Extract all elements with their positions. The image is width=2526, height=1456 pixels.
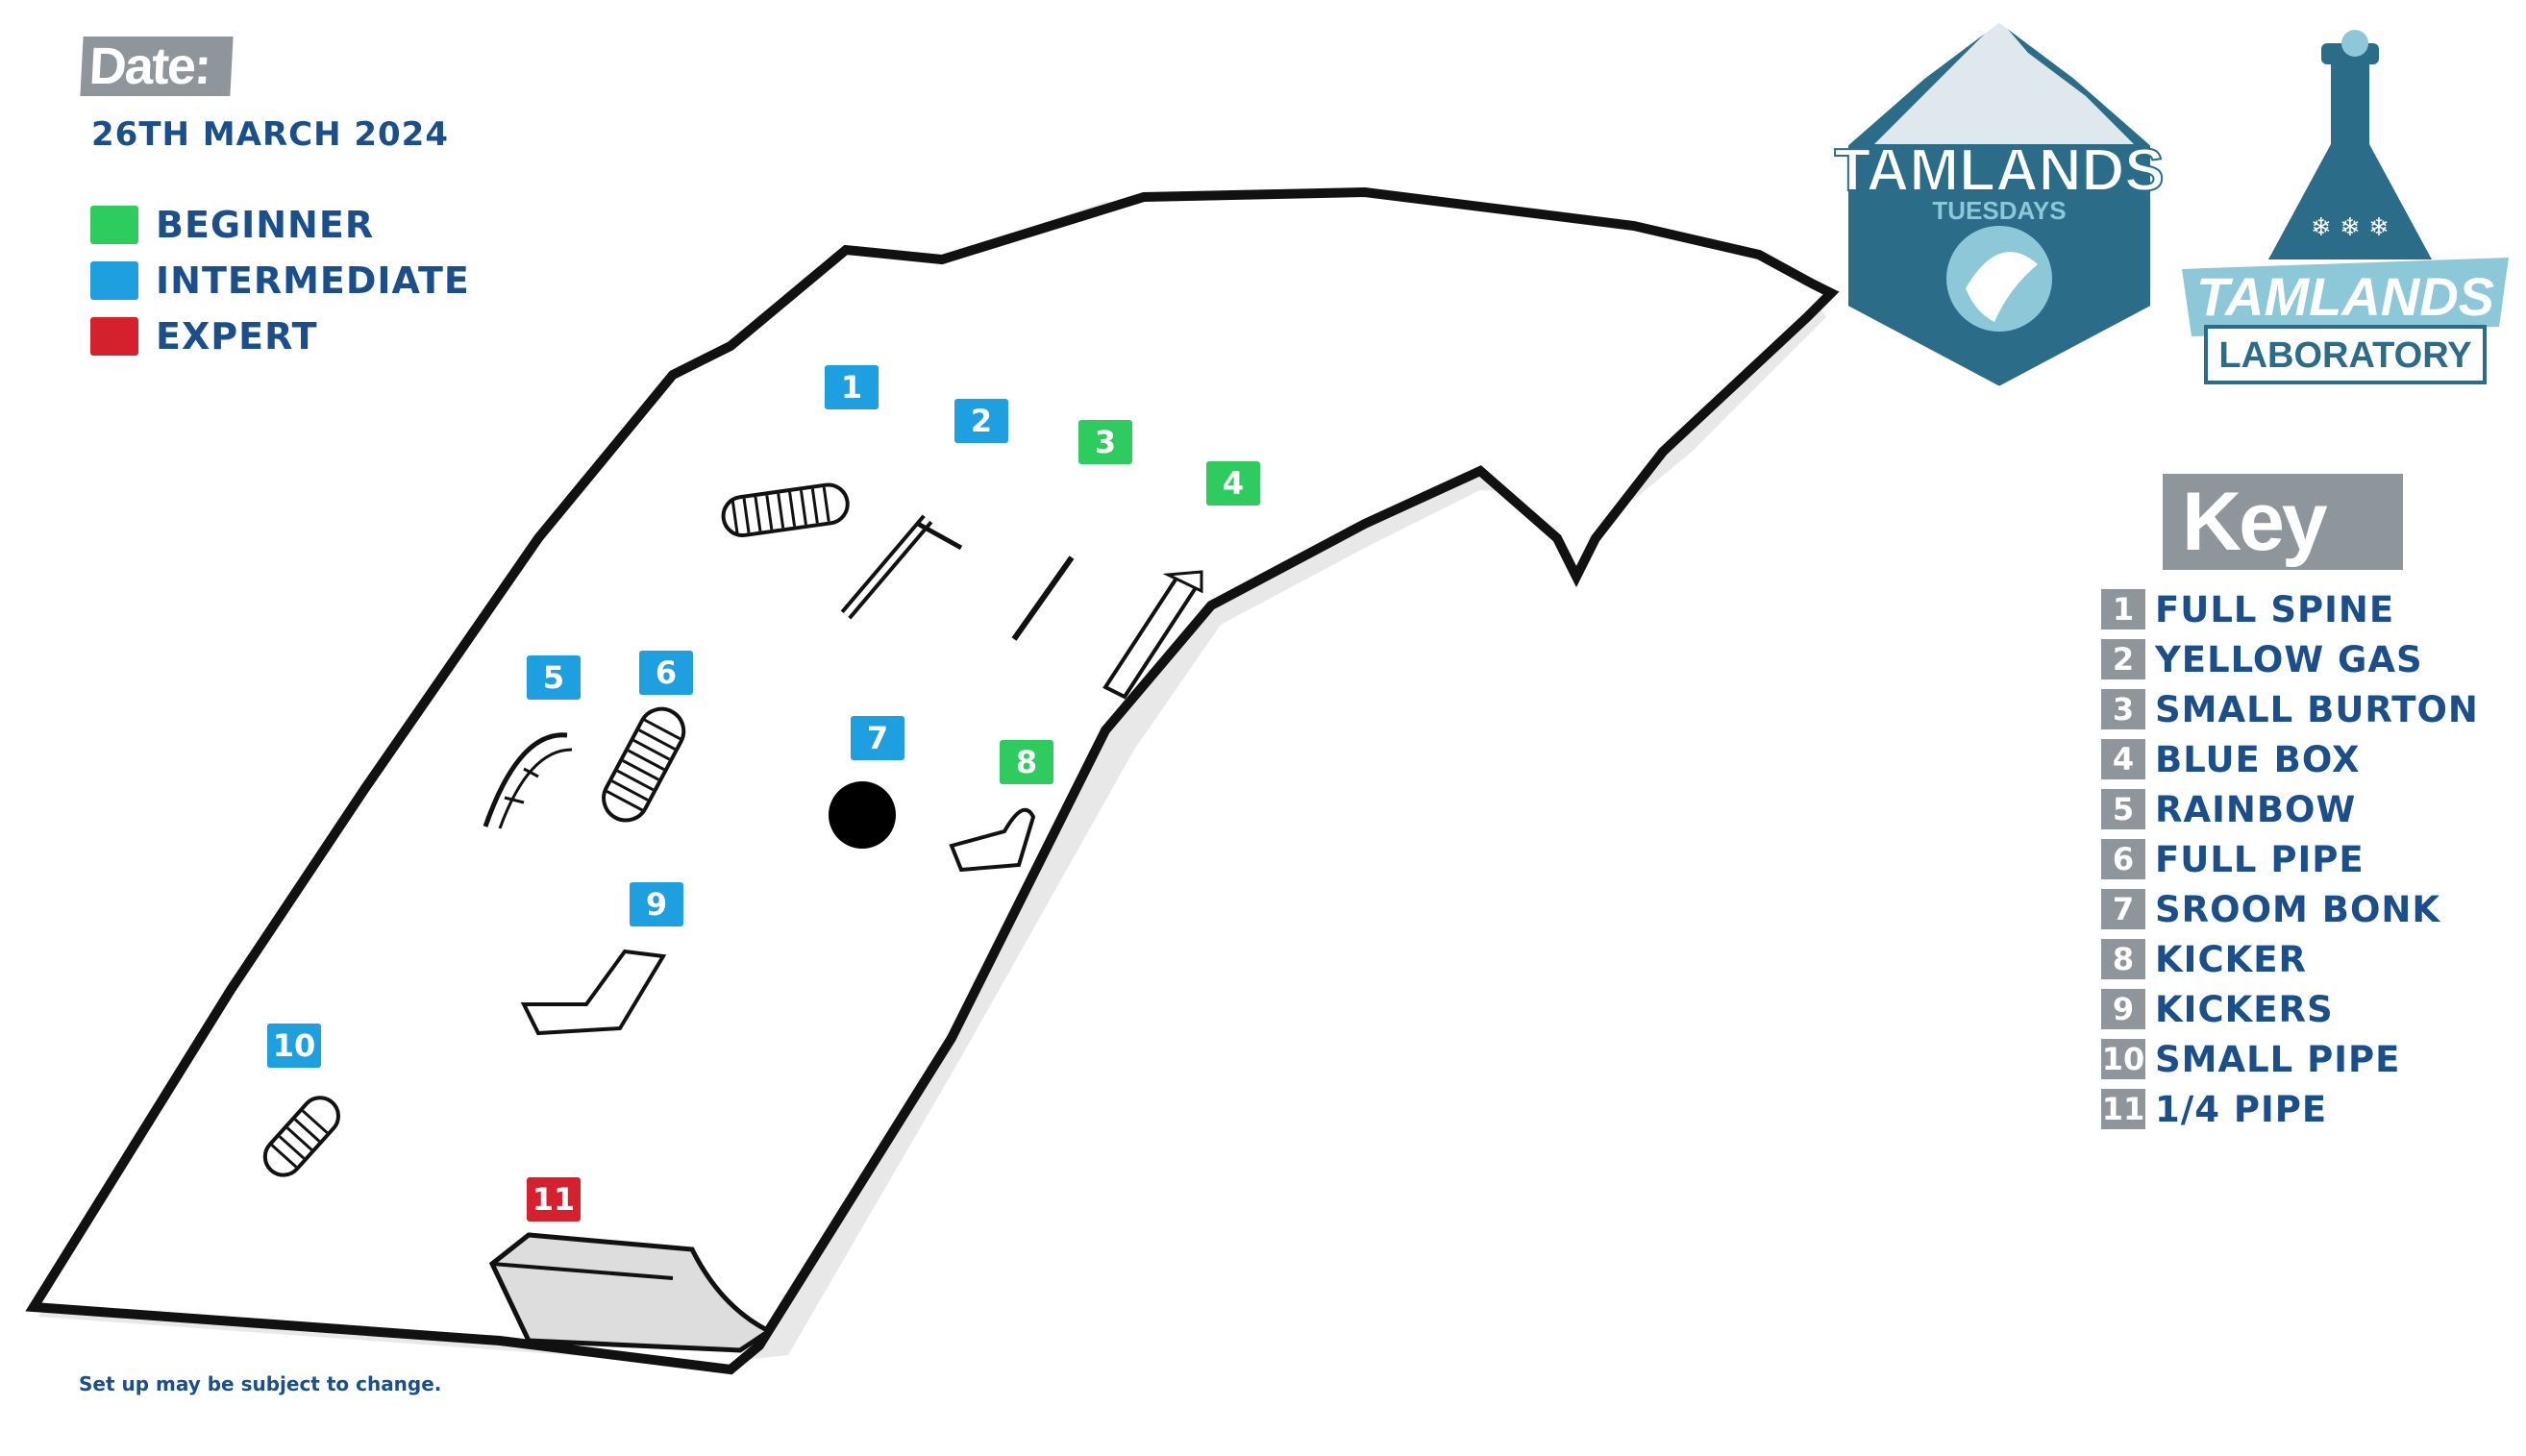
key-item-label: KICKER [2155,938,2308,980]
feature-marker-10[interactable]: 10 [267,1024,321,1068]
key-item-label: FULL PIPE [2155,838,2365,880]
feature-blue-box [1102,570,1203,700]
date-value: 26TH MARCH 2024 [91,115,449,154]
key-item-number: 7 [2101,889,2145,929]
key-item: 8 KICKER [2101,938,2307,980]
key-item-label: KICKERS [2155,988,2334,1030]
legend-swatch-intermediate [90,261,138,300]
key-item-label: BLUE BOX [2155,738,2361,780]
feature-marker-3[interactable]: 3 [1078,420,1132,464]
feature-marker-5[interactable]: 5 [527,655,581,700]
feature-quarter-pipe [488,1232,774,1353]
feature-yellow-gas [840,514,963,620]
key-title: Key [2163,474,2403,570]
feature-marker-8[interactable]: 8 [1000,740,1053,784]
key-item-number: 2 [2101,639,2145,679]
key-item-number: 6 [2101,839,2145,879]
feature-marker-9[interactable]: 9 [630,882,683,926]
key-item-label: YELLOW GAS [2155,638,2423,680]
key-item-number: 8 [2101,939,2145,979]
legend-expert: EXPERT [90,315,318,358]
feature-marker-11[interactable]: 11 [527,1177,581,1222]
key-item: 9 KICKERS [2101,988,2334,1030]
key-item-number: 9 [2101,989,2145,1029]
legend-swatch-beginner [90,206,138,244]
feature-sroom-bonk [829,781,896,849]
feature-rainbow [483,732,573,829]
key-item-number: 5 [2101,789,2145,829]
date-label: Date: [80,37,234,96]
key-item: 4 BLUE BOX [2101,738,2361,780]
key-item: 6 FULL PIPE [2101,838,2365,880]
legend-intermediate: INTERMEDIATE [90,259,470,302]
key-item-label: 1/4 PIPE [2155,1088,2328,1130]
key-item-number: 11 [2101,1089,2145,1129]
disclaimer-note: Set up may be subject to change. [79,1372,442,1395]
feature-small-pipe [262,1096,340,1177]
key-item-number: 1 [2101,589,2145,629]
key-item-label: SROOM BONK [2155,888,2441,930]
legend-label: INTERMEDIATE [156,259,470,302]
key-item: 3 SMALL BURTON [2101,688,2479,730]
key-item: 2 YELLOW GAS [2101,638,2423,680]
key-item-number: 4 [2101,739,2145,779]
slope-outline [25,186,1840,1375]
key-item: 7 SROOM BONK [2101,888,2440,930]
feature-marker-1[interactable]: 1 [825,365,879,409]
key-item-number: 10 [2101,1039,2145,1079]
feature-marker-4[interactable]: 4 [1206,461,1260,506]
legend-label: BEGINNER [156,204,375,246]
key-item-number: 3 [2101,689,2145,729]
feature-full-spine [721,482,850,538]
key-item: 1 FULL SPINE [2101,588,2394,630]
key-item: 11 1/4 PIPE [2101,1088,2327,1130]
feature-kickers [520,949,667,1036]
key-item-label: RAINBOW [2155,788,2357,830]
feature-small-burton [1011,555,1075,641]
key-item: 5 RAINBOW [2101,788,2356,830]
feature-marker-7[interactable]: 7 [851,716,904,760]
feature-marker-2[interactable]: 2 [954,399,1008,443]
key-item-label: FULL SPINE [2155,588,2395,630]
key-item-label: SMALL BURTON [2155,688,2479,730]
key-item-label: SMALL PIPE [2155,1038,2401,1080]
feature-full-pipe [602,706,686,823]
legend-beginner: BEGINNER [90,204,374,246]
feature-kicker [949,807,1036,873]
legend-label: EXPERT [156,315,318,358]
feature-marker-6[interactable]: 6 [639,651,693,695]
key-item: 10 SMALL PIPE [2101,1038,2400,1080]
legend-swatch-expert [90,317,138,356]
